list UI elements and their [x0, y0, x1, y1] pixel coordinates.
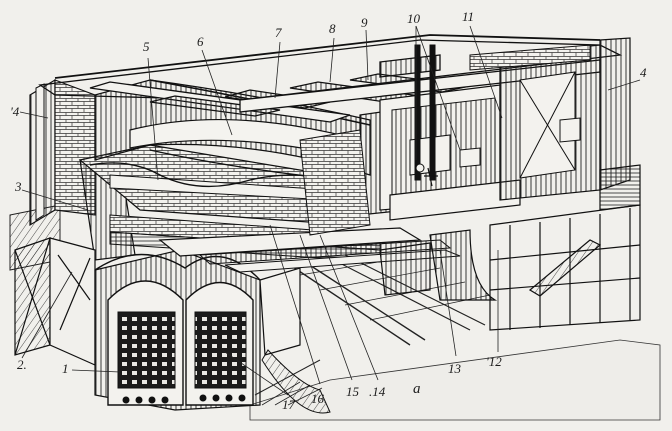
label-16: 16.	[311, 391, 328, 406]
left-support-frame	[14, 237, 96, 366]
label-12: '12	[486, 354, 502, 369]
label-6: 6	[197, 34, 204, 49]
label-11: 11	[462, 9, 475, 24]
label-10: 10	[407, 11, 420, 26]
label-3: 3	[15, 179, 22, 194]
right-lower-frame	[489, 164, 641, 331]
label-17: 17	[282, 397, 295, 412]
label-1: 1	[62, 361, 69, 376]
label-2: 2.	[17, 357, 27, 372]
leader-lines	[19, 25, 641, 396]
center-supports	[379, 229, 498, 301]
figure-caption: a	[413, 381, 421, 397]
label-4-left: '4	[10, 104, 20, 119]
label-9: 9	[361, 15, 368, 30]
label-8: 8	[329, 21, 336, 36]
charging-machine-area	[379, 44, 521, 221]
label-4-right: 4	[640, 65, 647, 80]
label-15: 15	[346, 384, 359, 399]
label-7: 7	[275, 25, 282, 40]
right-furnace-structure	[469, 37, 631, 201]
regenerator-chambers	[94, 249, 261, 411]
label-13: 13	[448, 361, 461, 376]
label-14: .14	[369, 384, 386, 399]
label-5: 5	[143, 39, 150, 54]
